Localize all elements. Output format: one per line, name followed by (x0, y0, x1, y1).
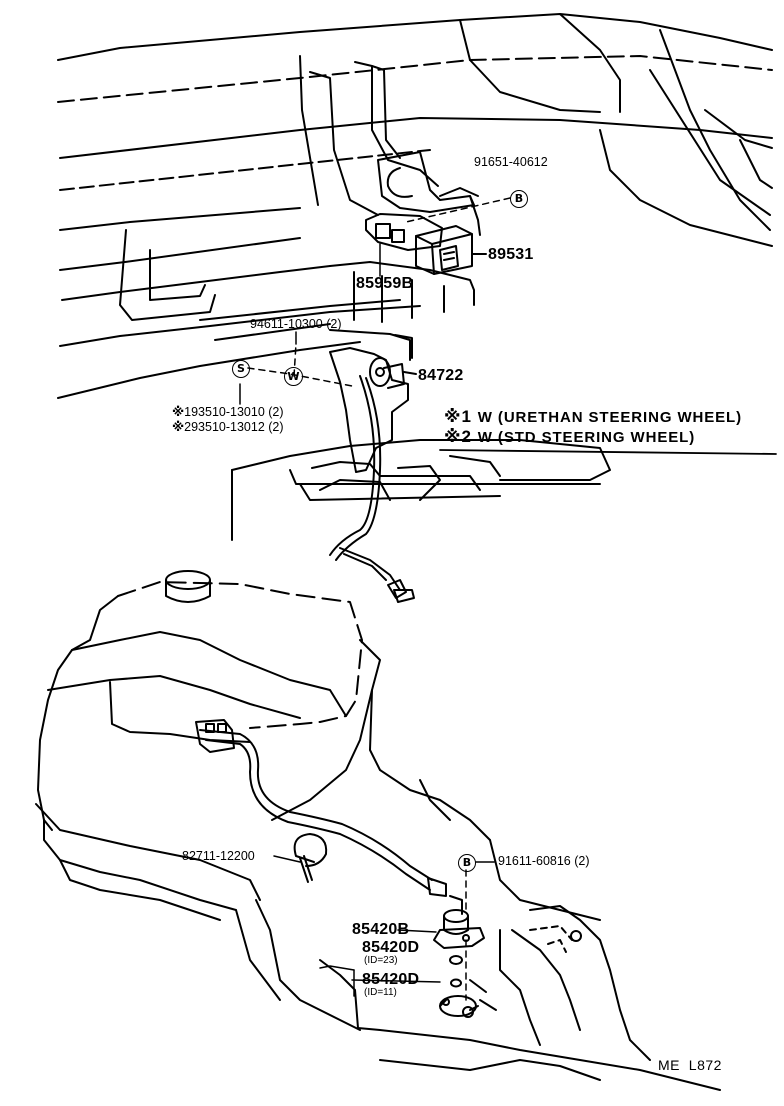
note-number-2: 2 (461, 427, 472, 446)
callout-85420d-id11: 85420D (362, 971, 420, 988)
asterisk-mark: ※ (172, 419, 185, 434)
bolt-b-top-symbol: B (510, 190, 528, 208)
callout-94611-10300: 94611-10300 (2) (250, 317, 342, 331)
callout-85420d-id23: 85420D (362, 939, 420, 956)
leader-lines-bottom (273, 855, 495, 997)
callout-85420d-id23-note: (ID=23) (364, 955, 398, 966)
relay-89531-drawing (415, 225, 487, 275)
callout-93510-13010: ※193510-13010 (2) (172, 404, 284, 419)
clamp-82711-drawing (293, 833, 328, 883)
dashboard-outline (57, 13, 773, 399)
note-2-text: W (STD STEERING WHEEL) (477, 429, 696, 446)
callout-93510-13012: ※293510-13012 (2) (172, 419, 284, 434)
screw-s-symbol: S (232, 360, 250, 378)
sensor-85420b-drawing (433, 895, 485, 1018)
steering-column-bracket (365, 151, 481, 251)
callout-84722: 84722 (418, 367, 464, 384)
pedal-bracket (329, 347, 417, 473)
engine-wire-harness (195, 719, 447, 897)
callout-91611-60816: 91611-60816 (2) (498, 854, 590, 868)
callout-91651-40612: 91651-40612 (474, 155, 548, 169)
callout-85420d-id11-note: (ID=11) (364, 987, 397, 998)
note-2: ※2 W (STD STEERING WHEEL) (444, 428, 695, 446)
note-number-2: 2 (184, 420, 192, 434)
switch-wire-harness (329, 375, 415, 603)
asterisk-mark: ※ (172, 404, 185, 419)
asterisk-mark: ※ (444, 407, 462, 427)
engine-outline (35, 570, 491, 921)
transmission-housing (235, 839, 721, 1091)
part-number-text: 93510-13012 (2) (191, 420, 284, 434)
bolt-b-bottom-symbol: B (458, 854, 476, 872)
callout-85959b: 85959B (356, 275, 414, 292)
leader-lines-top (239, 243, 381, 405)
note-1: ※1 W (URETHAN STEERING WHEEL) (444, 408, 742, 426)
diagram-reference-code: ME L872 (658, 1057, 722, 1073)
floor-console (231, 439, 611, 541)
callout-85420b: 85420B (352, 921, 410, 938)
lower-dash-panel (199, 261, 475, 361)
asterisk-mark: ※ (444, 427, 462, 447)
part-number-text: 93510-13010 (2) (191, 405, 284, 419)
note-number-1: 1 (184, 405, 192, 419)
note-1-text: W (URETHAN STEERING WHEEL) (477, 409, 743, 426)
callout-89531: 89531 (488, 246, 534, 263)
note-number-1: 1 (461, 407, 472, 426)
washer-w-symbol: W (284, 367, 303, 386)
note-underline (439, 449, 777, 455)
callout-82711-12200: 82711-12200 (182, 849, 255, 863)
